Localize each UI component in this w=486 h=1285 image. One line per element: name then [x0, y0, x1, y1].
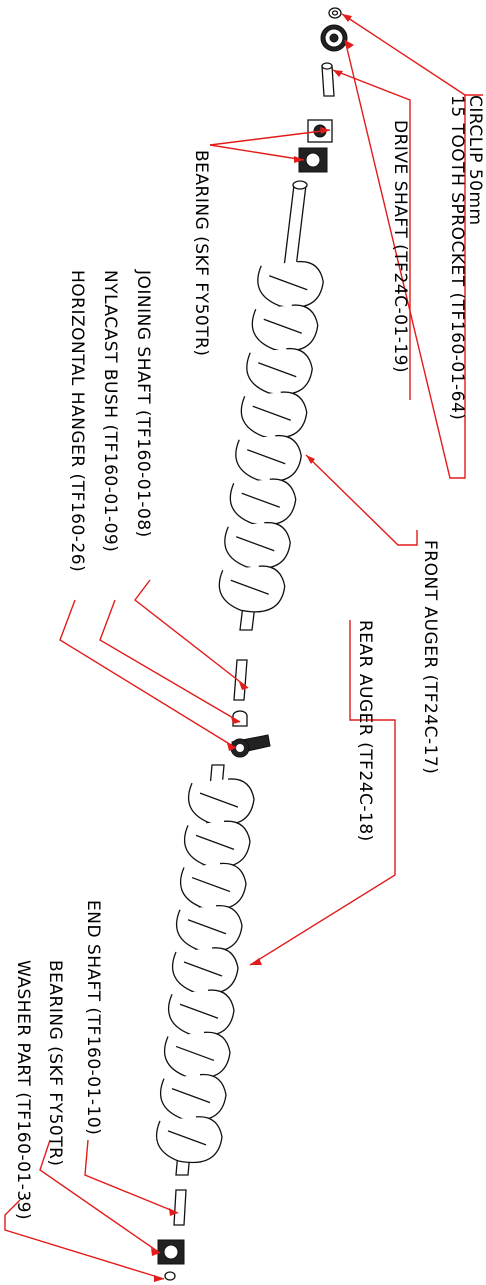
leader-washer [4, 1199, 165, 1280]
auger-flight [257, 260, 324, 308]
washer-part [164, 1271, 176, 1281]
rear-auger-part [155, 764, 255, 1176]
sprocket-part [320, 24, 348, 52]
auger-flight [159, 1073, 227, 1121]
auger-flight [171, 947, 239, 995]
leader-front-auger [305, 454, 418, 546]
leader-sprocket [344, 39, 466, 479]
label-horizontal-hanger: HORIZONTAL HANGER (TF160-26) [67, 270, 87, 572]
label-washer-part: WASHER PART (TF160-01-39) [13, 960, 33, 1220]
auger-flight [246, 347, 313, 395]
auger-flight-edge [191, 876, 231, 893]
auger-flight [175, 905, 243, 953]
auger-flight [167, 989, 235, 1037]
label-bearing-bottom: BEARING (SKF FY50TR) [45, 960, 65, 1167]
auger-flight [179, 862, 247, 910]
leader-joining-shaft [134, 579, 249, 689]
auger-flight-edge [179, 1003, 219, 1019]
label-front-auger: FRONT AUGER (TF24C-17) [420, 540, 440, 774]
nylacast-bush-part [232, 710, 248, 727]
bearing-bottom-part [157, 1239, 185, 1265]
auger-flight [229, 478, 297, 526]
end-shaft-part [173, 1189, 187, 1226]
auger-flight-edge [230, 579, 269, 595]
auger-flight [183, 820, 251, 868]
label-joining-shaft: JOINING SHAFT (TF160-01-08) [133, 269, 153, 538]
auger-flight-edge [258, 362, 297, 378]
auger-flight-edge [171, 1088, 211, 1104]
auger-flight [251, 304, 319, 352]
auger-flight [235, 434, 302, 482]
leader-bearing-top-a [209, 129, 331, 146]
label-circlip: CIRCLIP 50mm [465, 95, 485, 226]
joining-shaft-part [233, 659, 248, 701]
auger-flight-edge [241, 492, 280, 508]
auger-flight [163, 1031, 231, 1079]
leader-bearing-bottom [39, 1139, 161, 1254]
auger-flight-edge [252, 405, 291, 421]
leader-circlip [341, 13, 483, 96]
leader-rear-auger [249, 620, 396, 966]
auger-flight [155, 1116, 223, 1164]
label-nylacast-bush: NYLACAST BUSH (TF160-01-09) [100, 270, 120, 552]
auger-flight-edge [199, 792, 239, 808]
label-rear-auger: REAR AUGER (TF24C-18) [355, 620, 375, 842]
auger-flight-edge [263, 318, 302, 334]
leader-nylacast-bush [99, 599, 241, 723]
label-sprocket: 15 TOOTH SPROCKET (TF160-01-64) [447, 95, 467, 420]
horizontal-hanger-part [230, 734, 271, 758]
leader-drive-shaft [332, 69, 411, 400]
leader-bearing-top-b [209, 144, 305, 161]
auger-flight-edge [183, 961, 223, 977]
auger-flight-edge [236, 536, 275, 552]
label-drive-shaft: DRIVE SHAFT (TF24C-01-19) [390, 120, 410, 373]
label-bearing-top: BEARING (SKF FY50TR) [191, 150, 211, 357]
circlip-part [328, 7, 342, 19]
auger-flight-edge [167, 1130, 207, 1146]
auger-flight-edge [269, 275, 308, 291]
bearing-top-part [298, 119, 333, 173]
auger-flight [187, 778, 255, 826]
auger-flight [240, 391, 308, 439]
auger-flight-edge [247, 449, 286, 465]
auger-flight-edge [195, 834, 235, 850]
front-auger-part [218, 180, 324, 631]
leader-end-shaft [84, 1139, 179, 1214]
leader-horizontal-hanger [59, 599, 237, 749]
label-end-shaft: END SHAFT (TF160-01-10) [83, 900, 103, 1135]
drive-shaft-part [321, 62, 335, 97]
auger-flight-edge [187, 919, 227, 935]
auger-flight-edge [175, 1045, 215, 1062]
auger-flight [224, 521, 291, 569]
auger-flight [218, 565, 286, 613]
leader-lines [4, 13, 483, 1282]
